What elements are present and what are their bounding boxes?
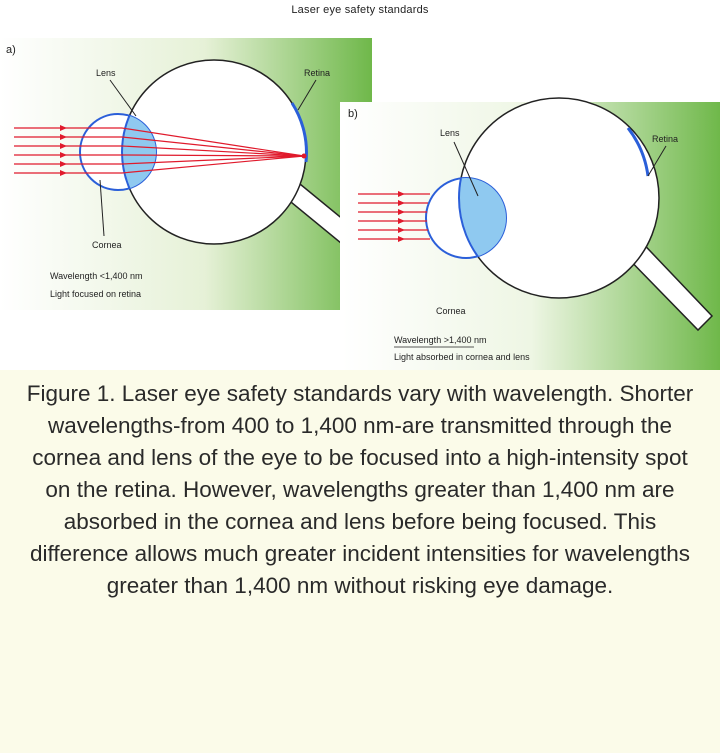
lens-label-a: Lens bbox=[96, 68, 116, 78]
note-line1-b: Wavelength >1,400 nm bbox=[394, 335, 486, 345]
figure-caption: Figure 1. Laser eye safety standards var… bbox=[26, 381, 694, 598]
ray-arrowheads-a bbox=[60, 125, 67, 176]
retina-label-b: Retina bbox=[652, 134, 678, 144]
note-line2-a: Light focused on retina bbox=[50, 289, 141, 299]
cornea-label-b: Cornea bbox=[436, 306, 466, 316]
figure-caption-box: Figure 1. Laser eye safety standards var… bbox=[0, 370, 720, 753]
note-line1-a: Wavelength <1,400 nm bbox=[50, 271, 142, 281]
retina-b bbox=[626, 127, 650, 177]
laser-rays-a bbox=[14, 127, 305, 174]
figure-diagram: a) bbox=[0, 38, 720, 370]
leader-lines-a bbox=[99, 79, 317, 237]
laser-rays-b bbox=[358, 193, 430, 240]
note-line2-b: Light absorbed in cornea and lens bbox=[394, 352, 530, 362]
retina-label-a: Retina bbox=[304, 68, 330, 78]
leader-lines-b bbox=[453, 141, 667, 197]
panel-b: b) bbox=[340, 97, 720, 370]
panel-b-label: b) bbox=[348, 108, 358, 120]
page-title: Laser eye safety standards bbox=[291, 4, 429, 16]
cornea-label-a: Cornea bbox=[92, 240, 122, 250]
focus-spot-a bbox=[301, 153, 307, 159]
panel-a: a) bbox=[0, 38, 374, 310]
panel-a-label: a) bbox=[6, 44, 16, 56]
lens-b bbox=[458, 178, 506, 258]
lens-a bbox=[121, 114, 156, 190]
ray-arrowheads-b bbox=[398, 191, 405, 242]
lens-label-b: Lens bbox=[440, 128, 460, 138]
